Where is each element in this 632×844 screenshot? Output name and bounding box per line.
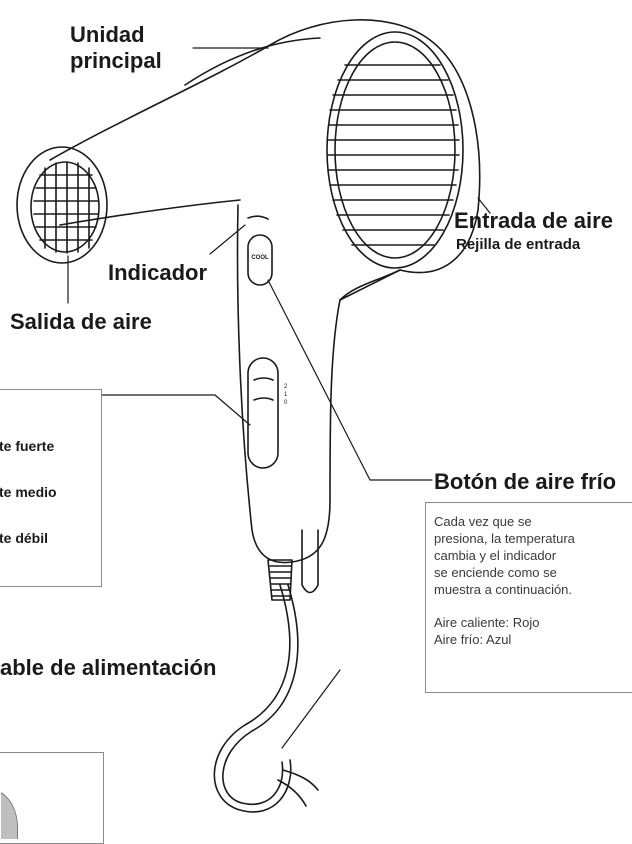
- air-outlet-nozzle: [16, 146, 108, 264]
- hot-air-note: Aire caliente: Rojo: [434, 615, 540, 630]
- cool-note-box: Cada vez que se presiona, la temperatura…: [425, 502, 632, 693]
- switch-marks: 2 1 0: [284, 384, 288, 406]
- power-cord: [213, 584, 319, 813]
- label-indicator: Indicador: [108, 260, 208, 285]
- label-air-outlet: Salida de aire: [10, 309, 152, 334]
- speed-switch[interactable]: [247, 357, 279, 469]
- speed-settings-box: te fuerte te medio te débil: [0, 389, 102, 587]
- indicator-light: [247, 215, 269, 220]
- speed-strong: te fuerte: [0, 438, 55, 454]
- hanging-loop: [301, 529, 319, 594]
- speed-medium: te medio: [0, 484, 57, 500]
- air-inlet-grille: [326, 31, 464, 269]
- cool-button-face-text: COOL: [251, 255, 269, 261]
- speed-weak: te débil: [0, 530, 49, 546]
- cool-button[interactable]: [247, 234, 273, 286]
- cord-strain-relief: [267, 559, 293, 601]
- main-body: [49, 19, 481, 301]
- label-power-cable: able de alimentación: [0, 655, 217, 680]
- bottom-left-box: [0, 752, 104, 844]
- cool-note-text: Cada vez que se presiona, la temperatura…: [434, 514, 575, 647]
- label-cool-button: Botón de aire frío: [434, 469, 617, 494]
- cold-air-note: Aire frío: Azul: [434, 632, 512, 647]
- partial-image-icon: [0, 792, 19, 840]
- label-main-unit: Unidad principal: [70, 22, 162, 73]
- label-inlet-grille: Rejilla de entrada: [456, 236, 581, 253]
- label-air-inlet: Entrada de aire: [454, 208, 613, 233]
- leader-lines: [67, 47, 491, 749]
